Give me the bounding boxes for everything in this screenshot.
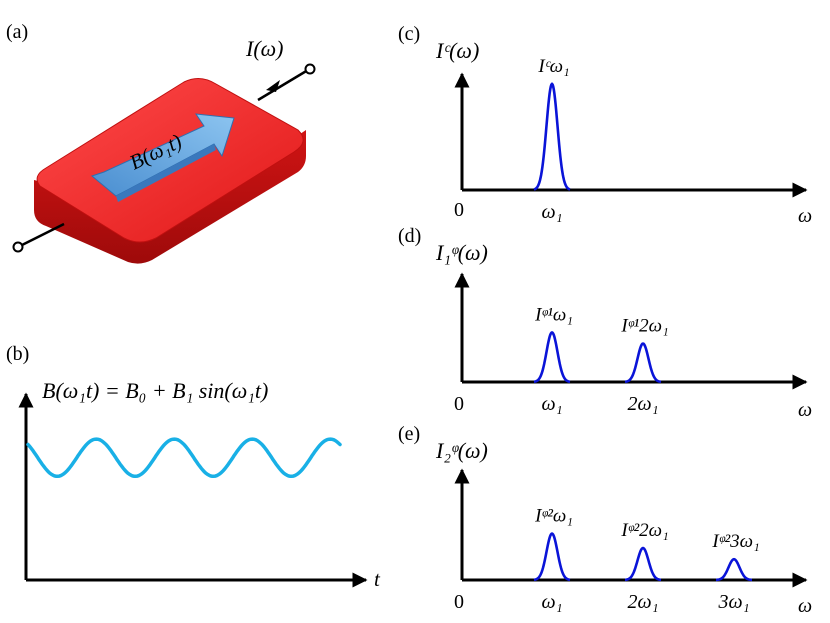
panel-e-label: (e)	[398, 423, 420, 445]
panel_e-peak-label-2: Iᵠ²2ω₁	[620, 520, 668, 541]
panel-d-y-label: I₁ᵠ(ω)	[435, 240, 488, 265]
field-equation: B(ω₁t) = B₀ + B₁ sin(ω₁t)	[42, 378, 268, 403]
panel-c-origin: 0	[454, 199, 464, 221]
panel_d-peak-label-2: Iᵠ¹2ω₁	[620, 316, 668, 337]
lead-wire-in	[12, 222, 65, 253]
panel_d-peak-label-1: Iᵠ¹ω₁	[534, 304, 573, 325]
field-wave	[26, 437, 342, 479]
panel-e-y-label: I₂ᵠ(ω)	[435, 438, 488, 463]
panel-e-x-label: ω	[798, 595, 812, 617]
panel_d-peak-2	[624, 342, 662, 384]
panel-e: (e) I₂ᵠ(ω) 0 ω ω₁ 2ω₁ 3ω₁ Iᵠ²ω₁ Iᵠ²2ω₁ Iᵠ²3ω₁	[398, 423, 812, 617]
panel_c-peak-1	[533, 82, 571, 191]
device-side-face	[34, 130, 306, 264]
terminal-in	[12, 241, 24, 253]
panel-d-origin: 0	[454, 393, 464, 415]
panel_e-peak-label-3: Iᵠ²3ω₁	[711, 531, 759, 552]
panel_e-peak-label-1: Iᵠ²ω₁	[534, 506, 573, 527]
lead-wire-out	[257, 63, 316, 102]
panel_c-peak-label-1: Iᶜω₁	[537, 56, 569, 77]
field-arrow	[90, 113, 235, 202]
panel-c-y-label: Iᶜ(ω)	[435, 38, 479, 63]
panel-a-label: (a)	[6, 21, 28, 43]
panel-e-origin: 0	[454, 591, 464, 613]
panel_e-peak-3	[716, 557, 752, 582]
panel-b: (b) B(ω₁t) = B₀ + B₁ sin(ω₁t) t	[6, 343, 381, 591]
panel_e-tick-2: 2ω₁	[627, 591, 658, 613]
panel-d-label: (d)	[398, 225, 421, 247]
current-label: I(ω)	[245, 36, 284, 61]
panel-b-label: (b)	[6, 343, 29, 365]
panel-c: (c) Iᶜ(ω) 0 ω ω₁ Iᶜω₁	[398, 23, 812, 227]
panel_e-tick-1: ω₁	[541, 591, 562, 613]
panel_d-peak-1	[533, 330, 571, 384]
panel_e-tick-3: 3ω₁	[717, 591, 749, 613]
panel-c-label: (c)	[398, 23, 420, 45]
terminal-out	[304, 63, 316, 75]
panel-c-x-label: ω	[798, 205, 812, 227]
panel_e-peak-1	[533, 532, 571, 582]
panel_d-tick-1: ω₁	[541, 393, 562, 415]
panel-d-x-label: ω	[798, 399, 812, 421]
panel-a: (a) B(ω₁t) I(ω)	[6, 21, 316, 264]
panel_d-tick-2: 2ω₁	[627, 393, 658, 415]
panel_c-tick-1: ω₁	[541, 201, 562, 223]
panel-d: (d) I₁ᵠ(ω) 0 ω ω₁ 2ω₁ Iᵠ¹ω₁ Iᵠ¹2ω₁	[398, 225, 812, 421]
panel_e-peak-2	[625, 546, 661, 582]
panel-b-x-label: t	[374, 567, 381, 591]
current-direction-arrow	[266, 80, 280, 92]
